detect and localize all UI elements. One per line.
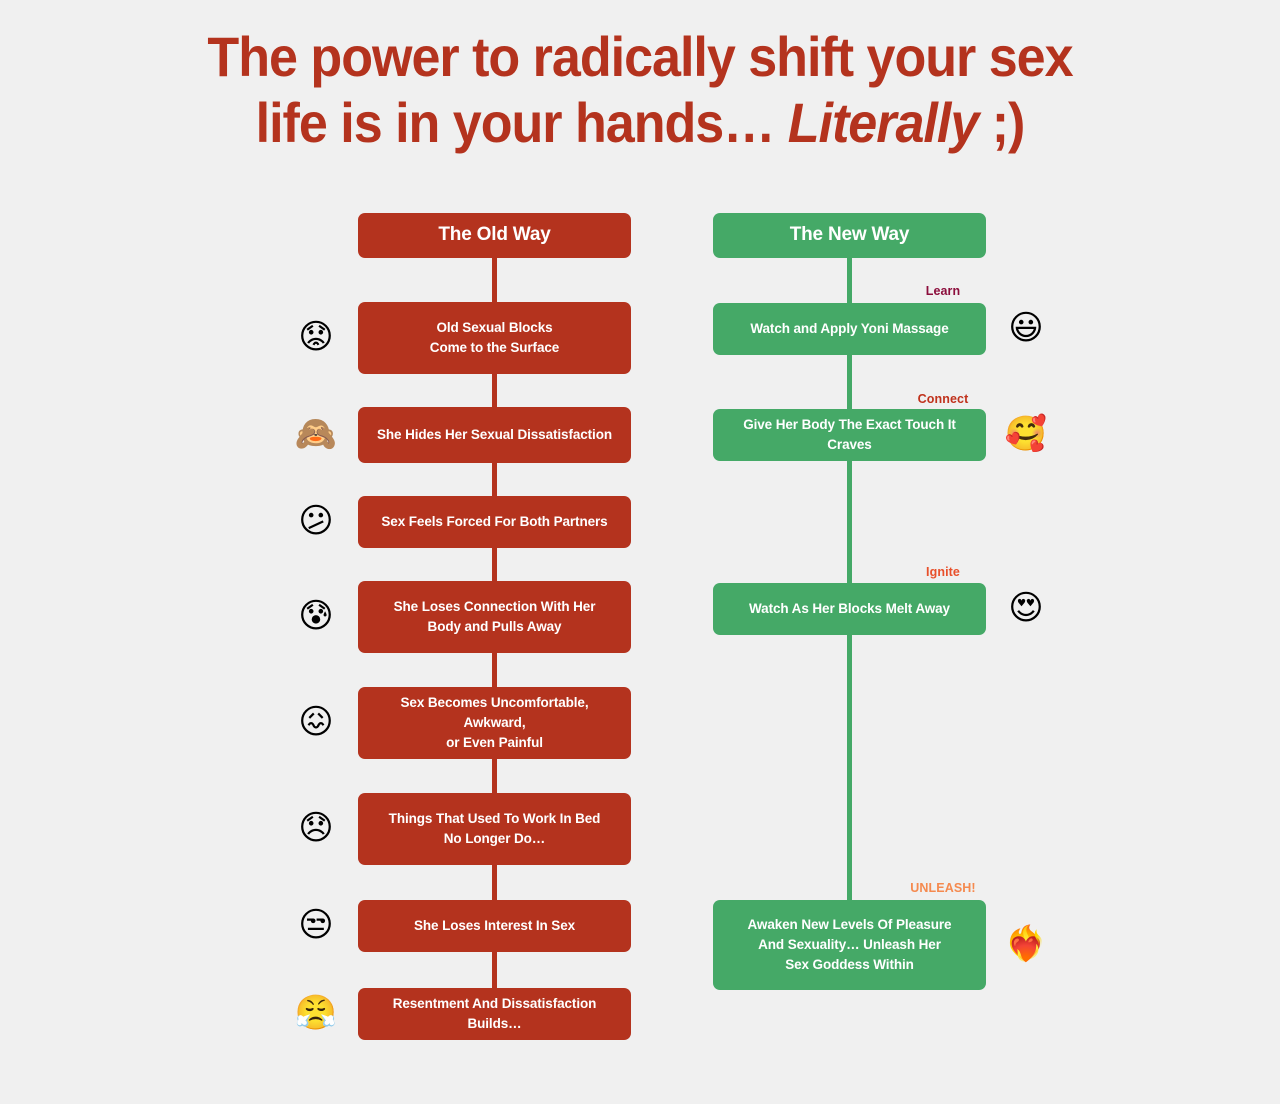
page-title-line-2-prefix: life is in your hands… [255, 91, 788, 155]
new-way-node-2-label: Give Her Body The Exact Touch It Craves [743, 417, 956, 452]
old-way-node-2-label: She Hides Her Sexual Dissatisfaction [377, 427, 612, 443]
old-way-node-8: Resentment And Dissatisfaction Builds… [358, 988, 631, 1040]
page-title-emphasis: Literally [787, 91, 980, 155]
heart-on-fire-emoji: ❤️‍🔥 [1004, 924, 1048, 964]
old-way-node-5: Sex Becomes Uncomfortable, Awkward,or Ev… [358, 687, 631, 759]
stage-label-ignite: Ignite [926, 565, 960, 579]
confounded-face-emoji: 😖 [298, 702, 334, 742]
smiling-face-with-hearts-emoji: 🥰 [1004, 414, 1048, 454]
new-way-node-3: Watch As Her Blocks Melt Away [713, 583, 986, 635]
old-way-node-7: She Loses Interest In Sex [358, 900, 631, 952]
grinning-face-big-eyes-emoji: 😃 [1008, 308, 1044, 348]
confused-face-emoji: 😕 [298, 501, 334, 541]
steam-from-nose-face-emoji: 😤 [294, 993, 338, 1033]
old-way-node-8-label: Resentment And Dissatisfaction Builds… [392, 996, 597, 1031]
page-title-line-2-suffix: ;) [978, 91, 1026, 155]
see-no-evil-face-emoji: 🙈 [294, 414, 338, 454]
anxious-sweat-face-emoji: 😰 [298, 596, 334, 636]
new-way-header-label: The New Way [789, 224, 910, 246]
page-title-line-1: The power to radically shift your sex [207, 25, 1073, 88]
heart-eyes-face-emoji: 😍 [1008, 588, 1044, 628]
new-way-node-2: Give Her Body The Exact Touch It Craves [713, 409, 986, 461]
old-way-header: The Old Way [358, 213, 631, 258]
new-way-node-1: Watch and Apply Yoni Massage [713, 303, 986, 355]
unamused-face-emoji: 😒 [298, 905, 334, 945]
old-way-node-3: Sex Feels Forced For Both Partners [358, 496, 631, 548]
page-title: The power to radically shift your sex li… [45, 24, 1235, 156]
stage-label-connect: Connect [917, 392, 969, 406]
disappointed-face-emoji: 😞 [298, 808, 334, 848]
stage-label-unleash: UNLEASH! [910, 881, 976, 895]
old-way-node-5-label: Sex Becomes Uncomfortable, Awkward,or Ev… [400, 695, 589, 750]
new-way-header: The New Way [713, 213, 986, 258]
old-way-node-2: She Hides Her Sexual Dissatisfaction [358, 407, 631, 463]
old-way-header-label: The Old Way [438, 224, 551, 246]
old-way-node-3-label: Sex Feels Forced For Both Partners [381, 514, 608, 530]
worried-face-emoji: 😟 [298, 317, 334, 357]
new-way-node-3-label: Watch As Her Blocks Melt Away [749, 601, 950, 617]
new-way-node-1-label: Watch and Apply Yoni Massage [750, 321, 949, 337]
old-way-node-7-label: She Loses Interest In Sex [413, 918, 576, 934]
stage-label-learn: Learn [925, 284, 961, 298]
